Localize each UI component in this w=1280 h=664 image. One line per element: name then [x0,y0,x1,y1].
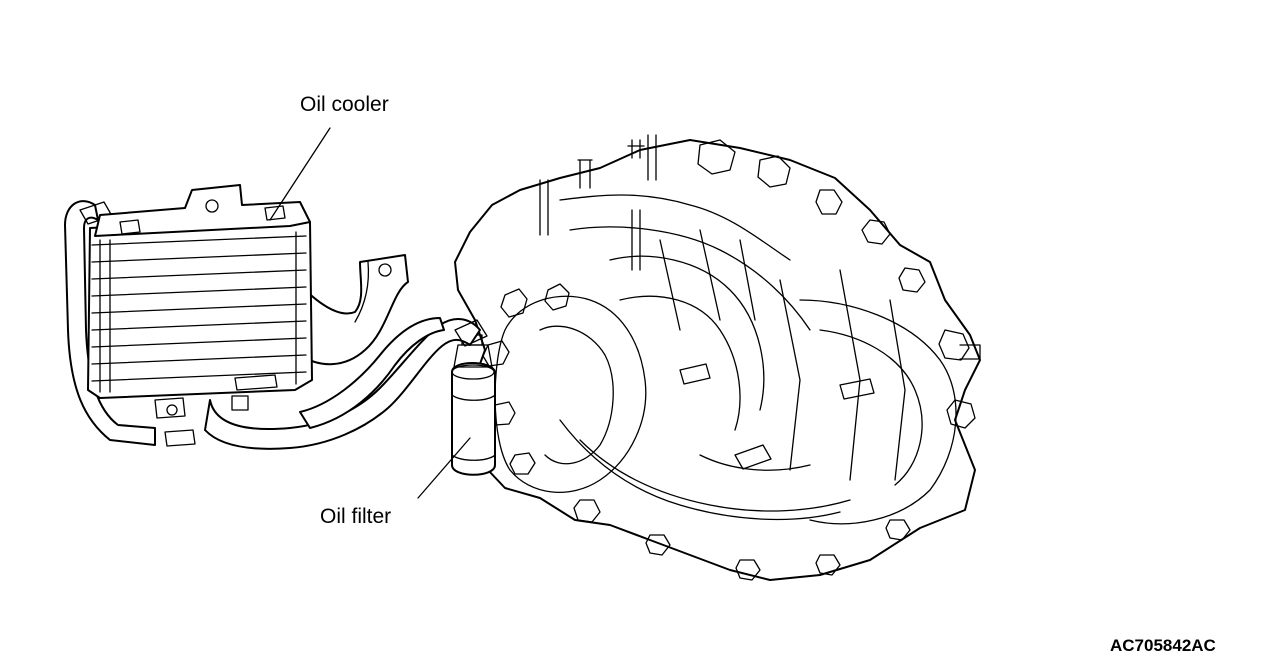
oil-cooler-part [87,184,313,447]
oil-cooler-label: Oil cooler [300,93,389,116]
oil-cooler-bracket [299,254,409,366]
leader-lines [269,127,471,499]
oil-filter-label: Oil filter [320,505,392,528]
oil-cooler-leader-line [269,127,331,221]
oil-cooler-fins [91,231,307,393]
transaxle-assembly [454,134,981,581]
figure-code: AC705842AC [1110,636,1216,655]
oil-filter-leader-line [417,437,471,499]
